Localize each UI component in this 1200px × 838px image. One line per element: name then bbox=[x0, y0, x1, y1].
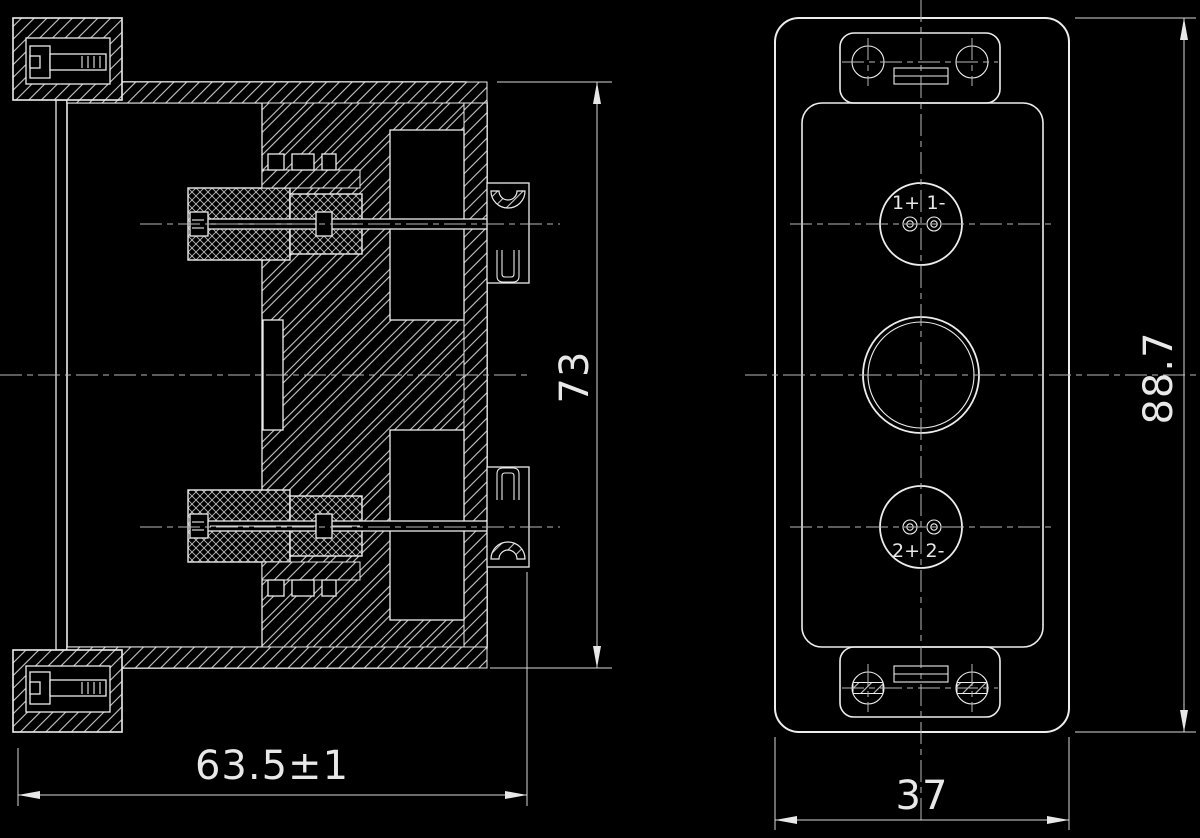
lower-terminal-lug bbox=[267, 579, 285, 597]
upper-terminal-lug bbox=[267, 153, 285, 171]
lower-spring-washer bbox=[490, 541, 526, 560]
lower-pin-head bbox=[189, 513, 209, 539]
dim-front-width: 37 bbox=[774, 737, 1070, 830]
lower-contact-insert bbox=[187, 489, 501, 563]
top-mounting-tab bbox=[839, 32, 1001, 104]
pin-label-1-plus: 1+ bbox=[892, 192, 920, 214]
upper-terminal-lug bbox=[291, 153, 315, 171]
dim-front-height: 88.7 bbox=[1075, 17, 1196, 733]
pin-label-2-plus: 2+ bbox=[892, 540, 920, 562]
lower-contact-clip bbox=[496, 467, 520, 500]
lower-pin-bead bbox=[315, 513, 333, 539]
dim-text-63-5: 63.5±1 bbox=[195, 743, 349, 789]
centerlines bbox=[0, 0, 1198, 822]
bottom-screws-centerlines bbox=[842, 664, 998, 712]
top-flange-band bbox=[66, 81, 488, 104]
lower-contact-fitting bbox=[486, 466, 530, 568]
upper-spring-washer bbox=[490, 190, 526, 209]
bottom-clamp-block bbox=[12, 649, 123, 733]
lower-terminal-strip bbox=[261, 561, 361, 581]
lower-terminal-lug bbox=[291, 579, 315, 597]
upper-pin-minus-core bbox=[930, 220, 938, 228]
dim-section-depth: 63.5±1 bbox=[17, 572, 528, 806]
lower-pin-minus bbox=[926, 519, 942, 535]
upper-terminal-block bbox=[261, 153, 361, 189]
upper-terminal-strip bbox=[261, 169, 361, 189]
pin-label-1-minus: 1- bbox=[927, 192, 946, 214]
bottom-mounting-tab bbox=[839, 646, 1001, 718]
dimensions: 73 63.5±1 88.7 37 bbox=[17, 17, 1196, 830]
upper-terminal-lug bbox=[321, 153, 337, 171]
top-clamp-block bbox=[12, 17, 123, 101]
lower-terminal-lug bbox=[321, 579, 337, 597]
pin-label-2-minus: 2- bbox=[926, 540, 945, 562]
dim-text-37: 37 bbox=[896, 773, 949, 819]
bottom-screw-shaft bbox=[49, 679, 107, 697]
bottom-flange-band bbox=[66, 646, 488, 669]
upper-contact-clip bbox=[496, 250, 520, 283]
dim-text-73: 73 bbox=[552, 351, 598, 404]
top-screw-threads bbox=[81, 56, 101, 68]
top-screw-shaft bbox=[49, 53, 107, 71]
top-screw-slot bbox=[29, 55, 41, 69]
bottom-screw-threads bbox=[81, 682, 101, 694]
upper-pin-minus bbox=[926, 216, 942, 232]
top-screws-centerlines bbox=[842, 38, 998, 86]
upper-contact-fitting bbox=[486, 182, 530, 284]
dim-text-88-7: 88.7 bbox=[1136, 331, 1182, 424]
bottom-screw-slot bbox=[29, 681, 41, 695]
dim-section-height: 73 bbox=[490, 81, 612, 669]
lower-pin-minus-core bbox=[930, 523, 938, 531]
lower-terminal-block bbox=[261, 561, 361, 597]
